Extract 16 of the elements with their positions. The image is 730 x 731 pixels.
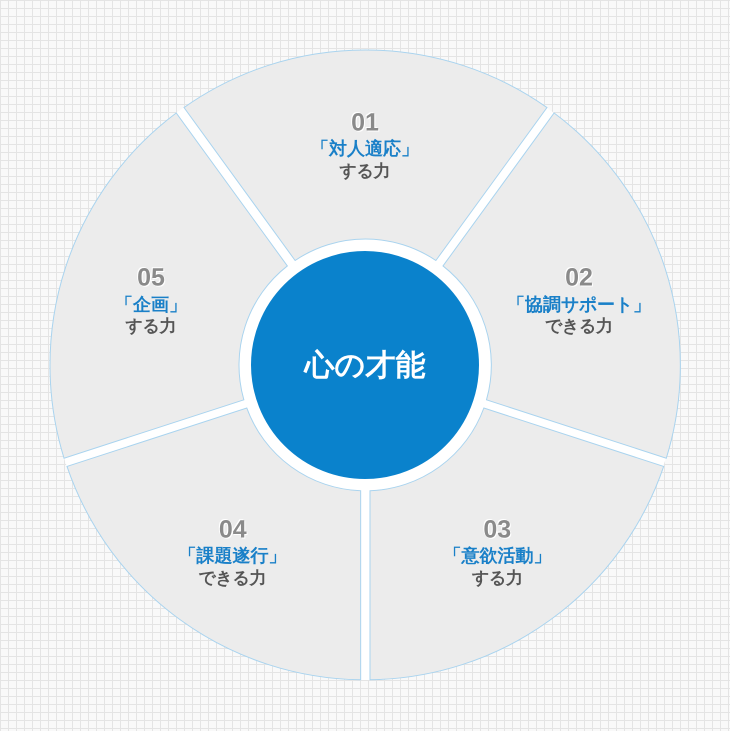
segment-title: 「企画」 <box>115 294 187 317</box>
segment-subtitle: できる力 <box>198 568 267 590</box>
segment-subtitle: する力 <box>472 568 523 590</box>
center-title: 心の才能 <box>304 346 426 384</box>
segment-number: 05 <box>137 262 165 294</box>
segment-title: 「協調サポート」 <box>506 294 651 317</box>
segment-subtitle: できる力 <box>544 316 613 338</box>
segment-number: 03 <box>483 514 512 546</box>
segment-title: 「課題遂行」 <box>178 546 287 568</box>
segment-title: 「意欲活動」 <box>443 546 552 568</box>
segment-number: 02 <box>565 262 593 294</box>
segment-subtitle: する力 <box>339 161 390 182</box>
segment-number: 04 <box>218 514 247 546</box>
segment-title: 「対人適応」 <box>310 138 419 162</box>
segment-number: 01 <box>351 108 379 138</box>
segment-subtitle: する力 <box>126 316 176 338</box>
